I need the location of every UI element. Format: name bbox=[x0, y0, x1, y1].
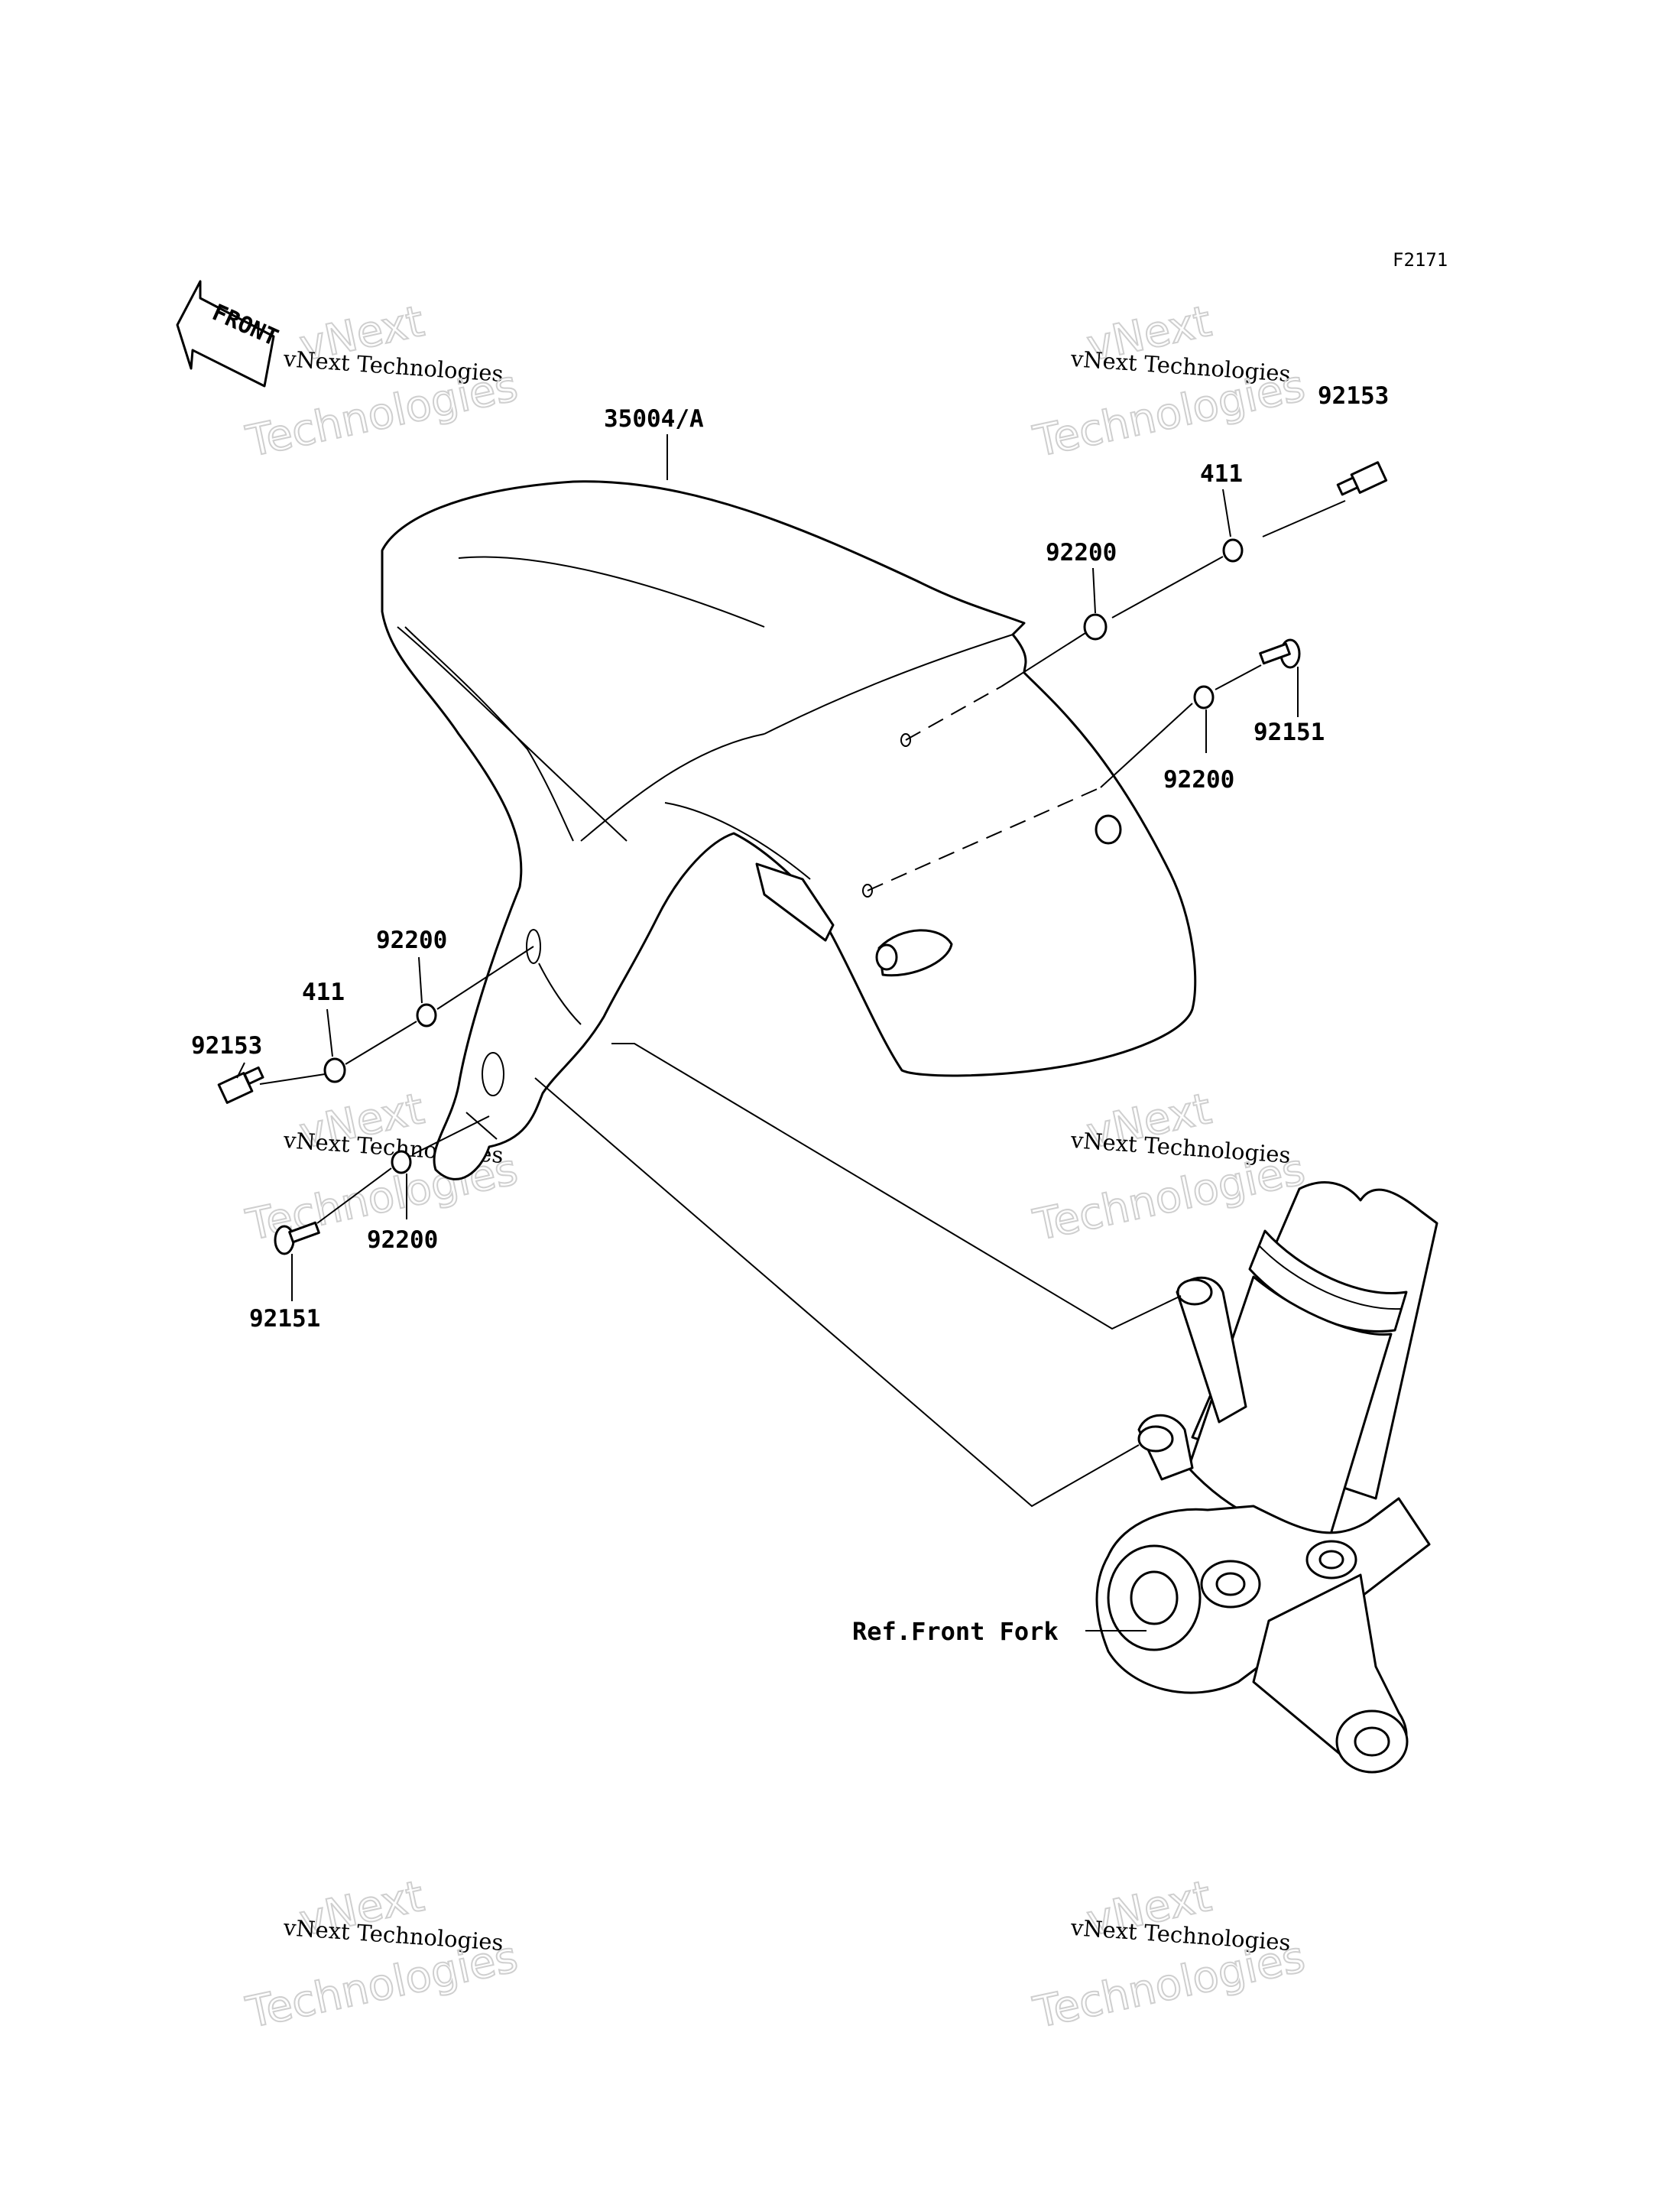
front-arrow-icon: FRONT bbox=[176, 280, 282, 388]
bolt-92151-left-icon bbox=[274, 1221, 320, 1255]
washer-92200-right-lower-icon bbox=[1193, 685, 1215, 709]
bolt-92153-right-icon bbox=[1336, 461, 1388, 496]
watermark-bottom-left: vNext vNext Technologies Technologies bbox=[242, 1871, 523, 2039]
label-411-right: 411 bbox=[1200, 460, 1243, 488]
label-92200-left-upper: 92200 bbox=[376, 927, 447, 954]
washer-411-right-icon bbox=[1222, 538, 1244, 563]
washer-92200-left-upper-icon bbox=[416, 1003, 437, 1028]
washer-411-left-icon bbox=[323, 1057, 346, 1083]
reference-front-fork-label: Ref.Front Fork bbox=[852, 1617, 1059, 1646]
svg-text:Technologies: Technologies bbox=[1030, 1932, 1309, 2038]
assembly-lines bbox=[259, 500, 1346, 1508]
label-92151-right: 92151 bbox=[1254, 719, 1325, 746]
label-92200-right-lower: 92200 bbox=[1163, 766, 1234, 794]
front-fork-drawing bbox=[1095, 1181, 1438, 1774]
label-92151-left: 92151 bbox=[249, 1305, 320, 1333]
label-92153-left: 92153 bbox=[191, 1032, 262, 1060]
label-92153-right: 92153 bbox=[1318, 382, 1389, 410]
figure-code: F2171 bbox=[1393, 249, 1448, 271]
washer-92200-right-upper-icon bbox=[1083, 613, 1108, 641]
label-411-left: 411 bbox=[302, 979, 345, 1006]
label-92200-left-lower: 92200 bbox=[367, 1226, 438, 1254]
svg-text:Technologies: Technologies bbox=[242, 1932, 522, 2038]
label-92200-right-upper: 92200 bbox=[1046, 539, 1117, 567]
watermark-top-left: vNext vNext Technologies Technologies bbox=[242, 296, 523, 468]
label-35004-a: 35004/A bbox=[604, 405, 704, 433]
watermark-mid-right: vNext vNext Technologies Technologies bbox=[1029, 1083, 1310, 1252]
label-leaders bbox=[236, 434, 1299, 1631]
washer-92200-left-lower-icon bbox=[391, 1150, 412, 1174]
watermark-top-right: vNext vNext Technologies Technologies bbox=[1029, 296, 1310, 468]
bolt-92153-left-icon bbox=[217, 1066, 264, 1104]
bolt-92151-right-icon bbox=[1259, 638, 1301, 669]
front-fender-drawing bbox=[381, 480, 1197, 1180]
watermark-bottom-right: vNext vNext Technologies Technologies bbox=[1029, 1871, 1310, 2039]
